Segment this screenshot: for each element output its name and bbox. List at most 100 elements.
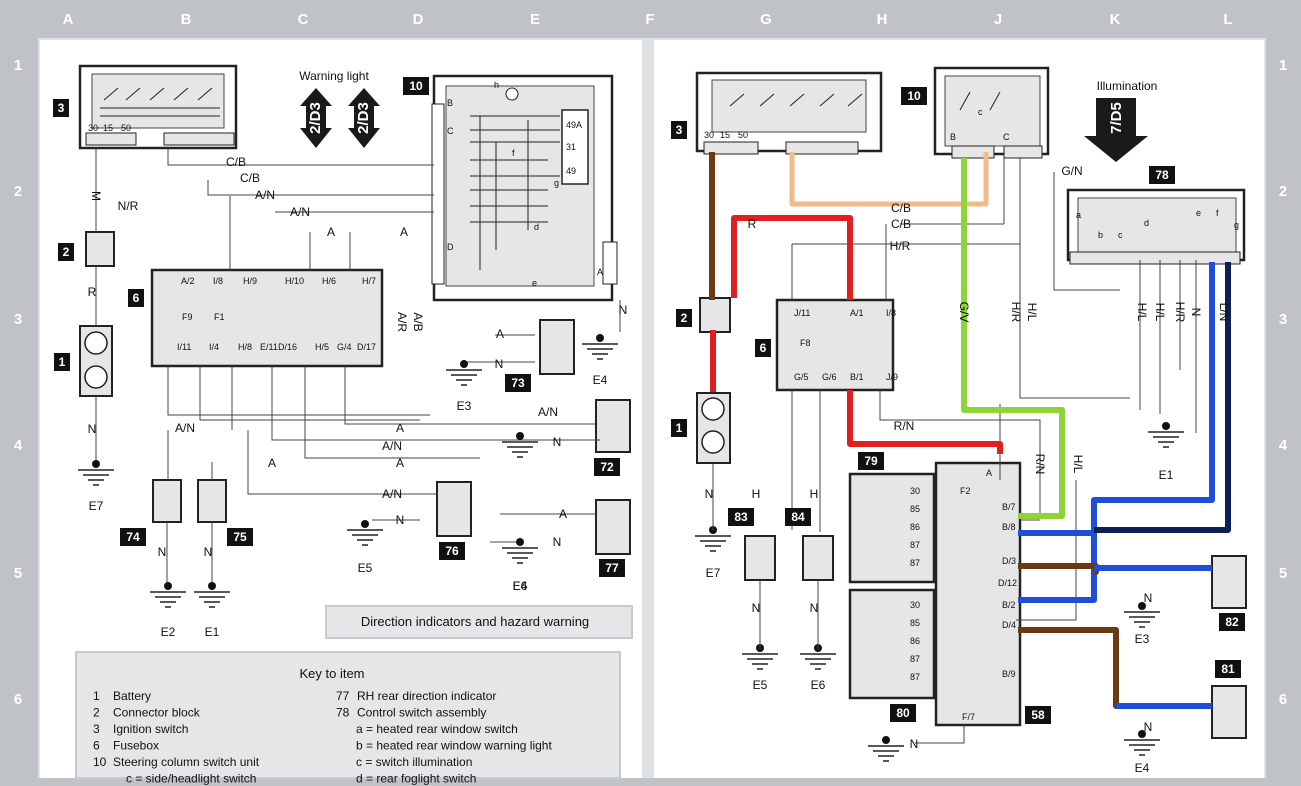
wire-label: C/B	[891, 217, 911, 231]
wire-label: E4	[513, 579, 528, 593]
row-number-right: 5	[1279, 565, 1287, 582]
wire-label-vertical: M	[89, 191, 103, 201]
pin-label: 87	[910, 558, 920, 568]
pin-label: 85	[910, 504, 920, 514]
key-item-number: 78	[336, 706, 350, 720]
blue-wire-2	[1094, 565, 1212, 709]
wire-label: A	[396, 456, 404, 470]
key-item-number: 77	[336, 689, 350, 703]
item-badge-number: 82	[1225, 615, 1239, 629]
item-badge-number: 75	[233, 530, 247, 544]
wire-label-vertical: H/L	[1025, 303, 1039, 322]
pin-label: B/1	[850, 372, 864, 382]
pin-label: B	[950, 132, 956, 142]
key-title: Key to item	[299, 666, 364, 681]
wire-label-vertical: H/L	[1135, 303, 1149, 322]
item-badge	[785, 508, 811, 526]
lamp-82	[1211, 555, 1247, 609]
pin-label: J/9	[886, 372, 898, 382]
wire-label: N	[495, 357, 504, 371]
item-badge	[1149, 166, 1175, 184]
pin-label: f	[512, 148, 515, 158]
pin-label: A	[597, 267, 603, 277]
item-badge-number: 77	[605, 561, 619, 575]
pin-label: 30	[910, 486, 920, 496]
pin-label: G/4	[337, 342, 352, 352]
key-item-text: Connector block	[113, 706, 201, 720]
wire-label: A/N	[382, 439, 402, 453]
row-number-right: 1	[1279, 57, 1287, 74]
pin-label: B/7	[1002, 502, 1016, 512]
wire-label-vertical: H/L	[1071, 455, 1085, 474]
navy-wire	[1094, 262, 1231, 533]
pin-label: F1	[214, 312, 225, 322]
pin-label: a	[1076, 210, 1081, 220]
item-badge-number: 72	[600, 460, 614, 474]
wire-label: N	[1144, 720, 1153, 734]
item-badge	[1219, 613, 1245, 631]
pin-label: 49A	[566, 120, 582, 130]
pin-label: G/6	[822, 372, 837, 382]
item-badge	[671, 121, 687, 139]
pin-label: 15	[720, 130, 730, 140]
green-wire	[961, 158, 1065, 519]
wire-label: A	[400, 225, 408, 239]
pin-label: 30	[910, 600, 920, 610]
wire-label-vertical: H/R	[1009, 302, 1023, 323]
wire-label: N	[204, 545, 213, 559]
item-badge-number: 1	[59, 355, 66, 369]
wire-label-vertical: R/N	[1033, 454, 1047, 475]
relay-80	[848, 588, 936, 700]
item-badge-number: 6	[760, 341, 767, 355]
key-item-text: b = heated rear window warning light	[356, 739, 552, 753]
wire-label: N	[158, 545, 167, 559]
item-badge-number: 74	[126, 530, 140, 544]
connector-block-left	[85, 231, 115, 267]
pin-label: G/5	[794, 372, 809, 382]
wire-label-vertical: A/R	[395, 312, 409, 332]
illumination-arrow	[1084, 98, 1148, 162]
item-badge-number: 80	[896, 706, 910, 720]
key-item-number: 2	[93, 706, 100, 720]
column-letter: H	[877, 11, 888, 28]
pin-label: c	[1118, 230, 1123, 240]
wire-label: A	[559, 507, 567, 521]
wire-label: E3	[1135, 632, 1150, 646]
wire-label: N	[910, 737, 919, 751]
item-badge	[671, 419, 687, 437]
item-badge	[599, 559, 625, 577]
pin-label: D/12	[998, 578, 1017, 588]
item-badge	[858, 452, 884, 470]
item-badge-number: 1	[676, 421, 683, 435]
pin-label: 87	[910, 672, 920, 682]
text-labels: Warning light 2/D3 2/D3 Illumination 7/D…	[299, 69, 1157, 134]
item-badge	[53, 99, 69, 117]
key-item-text: a = heated rear window switch	[356, 722, 518, 736]
pin-label: D/17	[357, 342, 376, 352]
item-badge	[755, 339, 771, 357]
item-badge	[128, 289, 144, 307]
item-badge-number: 10	[907, 89, 921, 103]
column-letter: C	[298, 11, 309, 28]
key-item-text: Ignition switch	[113, 722, 188, 736]
ground-symbols	[78, 334, 1184, 762]
pin-label: 50	[121, 123, 131, 133]
item-badge-number: 10	[409, 79, 423, 93]
lamp-74	[152, 479, 182, 523]
item-badge	[227, 528, 253, 546]
red-wire	[710, 215, 1003, 454]
row-number-left: 3	[14, 311, 22, 328]
wire-label: A/N	[290, 205, 310, 219]
pin-label: D	[447, 242, 454, 252]
warning-light-label: Warning light	[299, 69, 369, 83]
item-badge-number: 79	[864, 454, 878, 468]
key-item-number: 10	[93, 755, 107, 769]
pin-label: 15	[103, 123, 113, 133]
pin-label: I/8	[886, 308, 896, 318]
wire-label-vertical: L/N	[1217, 303, 1231, 322]
item-badge-number: 83	[734, 510, 748, 524]
pin-label: F8	[800, 338, 811, 348]
